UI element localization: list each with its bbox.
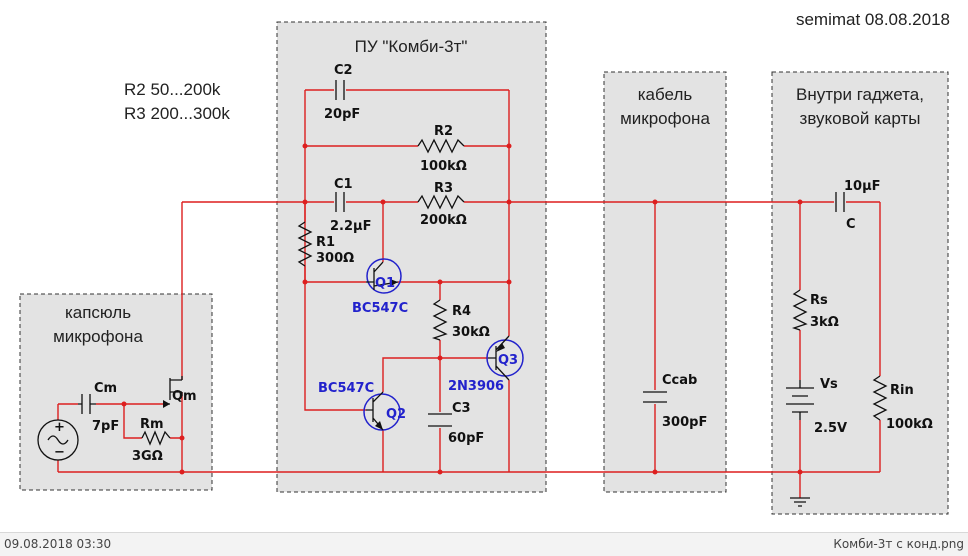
svg-text:−: − [54, 445, 65, 460]
battery-vs [786, 380, 814, 420]
r3-name: R3 [434, 181, 453, 196]
rm-value: 3GΩ [132, 449, 163, 464]
c1-value: 2.2μF [330, 219, 371, 234]
c-out-value: 10μF [844, 179, 881, 194]
r1-value: 300Ω [316, 251, 354, 266]
gadget-block [771, 71, 949, 515]
cm-name: Cm [94, 381, 117, 396]
q1-model: BC547C [352, 301, 408, 316]
resistor-r3 [417, 194, 465, 210]
capacitor-c1 [335, 192, 345, 212]
transistor-q2 [363, 391, 401, 431]
cable-block [603, 71, 727, 493]
r4-name: R4 [452, 304, 471, 319]
transistor-q1 [366, 258, 402, 294]
qm-name: Qm [172, 389, 197, 404]
r2-name: R2 [434, 124, 453, 139]
gadget-title-line2: звуковой карты [800, 109, 921, 128]
capacitor-cm [78, 394, 96, 414]
r3-value: 200kΩ [420, 213, 467, 228]
schematic-canvas: капсюль микрофона ПУ "Комби-3т" кабель м… [19, 10, 950, 515]
r1-name: R1 [316, 235, 335, 250]
preamp-block [276, 21, 547, 493]
ground-icon [790, 497, 810, 507]
rs-name: Rs [810, 293, 828, 308]
status-date: 09.08.2018 03:30 [4, 537, 112, 551]
resistor-r1 [297, 221, 313, 267]
capacitor-ccab [643, 391, 667, 403]
q3-model: 2N3906 [448, 379, 504, 394]
q2-name: Q2 [386, 407, 406, 422]
status-bar: 09.08.2018 03:30 Комби-3т с конд.png [0, 532, 968, 556]
note-r3-range: R3 200...300k [124, 104, 230, 123]
c2-name: C2 [334, 63, 353, 78]
transistor-q3 [486, 335, 524, 381]
svg-text:+: + [54, 420, 65, 435]
ccab-value: 300pF [662, 415, 707, 430]
vs-name: Vs [820, 377, 838, 392]
q3-name: Q3 [498, 353, 518, 368]
gadget-title-line1: Внутри гаджета, [796, 85, 924, 104]
watermark: semimat 08.08.2018 [796, 10, 950, 29]
vs-value: 2.5V [814, 421, 847, 436]
transistor-qm [163, 376, 183, 408]
preamp-title: ПУ "Комби-3т" [355, 37, 468, 56]
note-r2-range: R2 50...200k [124, 80, 221, 99]
resistor-rin [872, 375, 888, 421]
circuit-schematic: капсюль микрофона ПУ "Комби-3т" кабель м… [19, 10, 950, 515]
cm-value: 7pF [92, 419, 119, 434]
rin-name: Rin [890, 383, 914, 398]
c1-name: C1 [334, 177, 353, 192]
cable-title-line1: кабель [638, 85, 693, 104]
cable-title-line2: микрофона [620, 109, 710, 128]
resistor-r4 [431, 299, 448, 341]
c2-value: 20pF [324, 107, 360, 122]
q2-model: BC547C [318, 381, 374, 396]
q1-name: Q1 [375, 276, 395, 291]
resistor-r2 [417, 138, 465, 154]
ac-source: + − [37, 419, 79, 461]
rs-value: 3kΩ [810, 315, 839, 330]
capsule-title-line2: микрофона [53, 327, 143, 346]
capsule-title-line1: капсюль [65, 303, 131, 322]
capacitor-c3 [428, 413, 452, 427]
c-out-name: C [846, 217, 856, 232]
ccab-name: Ccab [662, 373, 697, 388]
capacitor-c2 [335, 80, 345, 100]
status-filename: Комби-3т с конд.png [833, 537, 964, 551]
capacitor-c-out [835, 192, 845, 212]
resistor-rs [791, 289, 808, 331]
c3-value: 60pF [448, 431, 484, 446]
junction-nodes [121, 143, 803, 475]
r2-value: 100kΩ [420, 159, 467, 174]
c3-name: C3 [452, 401, 471, 416]
rm-name: Rm [140, 417, 164, 432]
rin-value: 100kΩ [886, 417, 933, 432]
r4-value: 30kΩ [452, 325, 490, 340]
resistor-rm [141, 430, 171, 446]
